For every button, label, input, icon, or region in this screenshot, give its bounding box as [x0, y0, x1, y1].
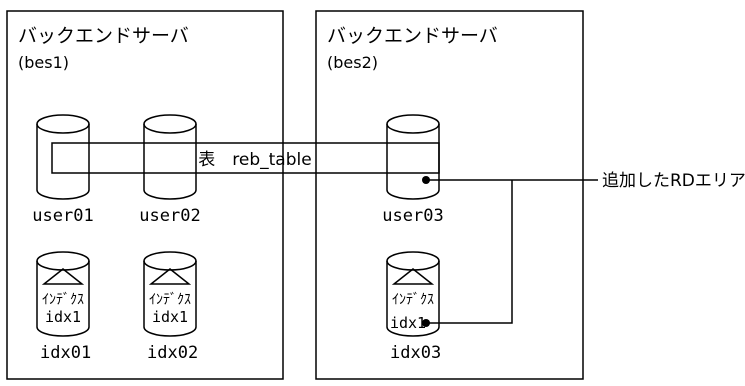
- server-bes1-id: (bes1): [18, 53, 69, 72]
- server-bes1-frame: [6, 10, 284, 380]
- server-bes2-title: バックエンドサーバ: [327, 25, 498, 47]
- cylinder-top: [36, 251, 90, 271]
- table-reb-table: 表 reb_table: [51, 142, 440, 174]
- index-triangle-icon: [391, 268, 435, 285]
- index-triangle-icon: [148, 268, 192, 285]
- index-label: ｲﾝﾃﾞｸｽ: [392, 292, 434, 308]
- cylinder-top: [143, 251, 197, 271]
- server-bes1-title: バックエンドサーバ: [18, 25, 189, 47]
- server-bes2-id: (bes2): [327, 53, 378, 72]
- cylinder-top: [386, 251, 440, 271]
- server-bes2-frame: [315, 10, 584, 380]
- index-area-label-idx03: idx03: [390, 343, 441, 363]
- cylinder-top: [36, 114, 90, 134]
- rd-area-user01: user01: [32, 114, 94, 226]
- rd-area-label-user01: user01: [32, 206, 93, 226]
- index-area-idx01: ｲﾝﾃﾞｸｽ idx1 idx01: [36, 251, 91, 363]
- cylinder-top: [386, 114, 440, 134]
- rd-area-label-user03: user03: [382, 206, 443, 226]
- callout-label: 追加したRDエリア: [602, 171, 745, 191]
- table-label: 表 reb_table: [198, 150, 311, 170]
- index-name: idx1: [45, 308, 81, 326]
- rd-area-user03: user03: [382, 114, 444, 226]
- table-bar: [51, 142, 440, 174]
- index-label: ｲﾝﾃﾞｸｽ: [42, 292, 84, 308]
- cylinder-top: [143, 114, 197, 134]
- rd-area-user02: user02: [139, 114, 201, 226]
- index-name: idx1: [390, 314, 426, 332]
- index-area-idx03: ｲﾝﾃﾞｸｽ idx1 idx03: [386, 251, 441, 363]
- callout-connectors: 追加したRDエリア: [422, 171, 745, 327]
- index-area-label-idx01: idx01: [40, 343, 91, 363]
- rd-area-label-user02: user02: [139, 206, 200, 226]
- index-area-label-idx02: idx02: [147, 343, 198, 363]
- backend-server-bes2: バックエンドサーバ (bes2): [315, 10, 584, 380]
- index-label: ｲﾝﾃﾞｸｽ: [149, 292, 191, 308]
- index-area-idx02: ｲﾝﾃﾞｸｽ idx1 idx02: [143, 251, 198, 363]
- index-triangle-icon: [41, 268, 85, 285]
- backend-server-bes1: バックエンドサーバ (bes1): [6, 10, 284, 380]
- index-name: idx1: [152, 308, 188, 326]
- callout-line-idx03: [426, 180, 513, 324]
